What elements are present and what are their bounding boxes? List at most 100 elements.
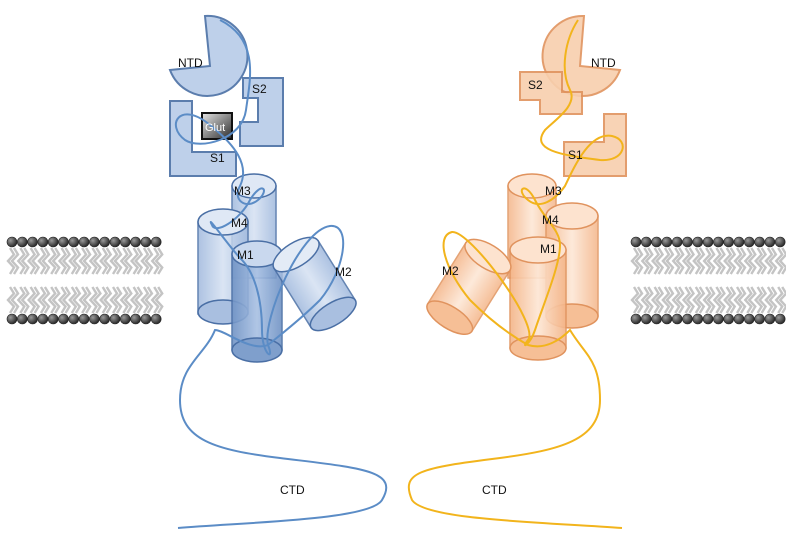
lipid-tail [757, 286, 768, 314]
label-m2-right: M2 [442, 264, 459, 278]
lipid-tail [61, 247, 71, 275]
lipid-head [764, 236, 776, 248]
lipid-tail [88, 286, 98, 314]
lipid-tail [78, 247, 88, 275]
lipid-head [68, 313, 80, 325]
right-subunit [407, 14, 627, 529]
lipid-tail [743, 247, 753, 275]
label-m3-right: M3 [545, 184, 562, 198]
lipid-tail [753, 247, 764, 275]
m2-helix-right [426, 238, 512, 336]
lipid-head [661, 313, 673, 325]
lipid-tail [712, 247, 722, 275]
lipid-head [37, 236, 49, 248]
lipid-tail [702, 286, 712, 314]
lipid-tail [778, 286, 786, 314]
lipid-tail [57, 247, 67, 275]
lipid-head [743, 313, 755, 325]
label-m2-left: M2 [335, 265, 352, 279]
lipid-head [733, 236, 745, 248]
lipid-tail [733, 286, 743, 314]
lipid-head [733, 313, 745, 325]
backbone-right [407, 19, 624, 529]
lipid-tail [661, 286, 671, 314]
lipid-head [651, 313, 662, 325]
lipid-tail [696, 247, 706, 275]
lipid-head [109, 236, 121, 248]
lipid-head [89, 313, 100, 325]
lipid-head [140, 313, 152, 325]
lipid-tail [47, 286, 57, 314]
lipid-head [27, 313, 38, 325]
label-ntd-right: NTD [591, 56, 616, 70]
lipid-tail [634, 286, 644, 314]
lipid-tail [753, 286, 764, 314]
lipid-tail [144, 247, 154, 275]
lipid-tail [150, 247, 160, 275]
lipid-head [140, 236, 152, 248]
lipid-tail [6, 247, 16, 275]
label-m4-right: M4 [542, 213, 559, 227]
lipid-tail [68, 247, 78, 275]
lipid-tail [681, 286, 691, 314]
lipid-tail [123, 286, 133, 314]
lipid-tail [671, 286, 681, 314]
lipid-head [640, 313, 652, 325]
lipid-head [120, 313, 131, 325]
lipid-head [99, 313, 110, 325]
lipid-tail [727, 247, 737, 275]
lipid-head [99, 236, 110, 248]
lipid-tail [774, 247, 784, 275]
lipid-tail [696, 286, 706, 314]
lipid-tail [681, 247, 691, 275]
lipid-tail [774, 286, 784, 314]
lipid-tail [685, 247, 695, 275]
lipid-tail [37, 286, 47, 314]
lipid-tail [768, 286, 778, 314]
lipid-head [16, 236, 28, 248]
lipid-tail [764, 247, 774, 275]
lipid-tail [712, 286, 722, 314]
lipid-tail [72, 286, 82, 314]
ntd-domain-left [168, 14, 249, 97]
lipid-head [150, 313, 162, 325]
lipid-tail [144, 286, 154, 314]
lipid-head [754, 236, 765, 248]
lipid-tail [661, 247, 671, 275]
lipid-tail [88, 247, 98, 275]
label-ctd-left: CTD [280, 483, 305, 497]
lipid-tail [20, 286, 30, 314]
label-ctd-right: CTD [482, 483, 507, 497]
lipid-tail [747, 286, 757, 314]
lipid-tail [129, 247, 140, 275]
lipid-tail [692, 247, 702, 275]
lipid-tail [737, 247, 747, 275]
lipid-tail [82, 286, 92, 314]
s1-domain-right [563, 113, 627, 177]
lipid-tail [78, 286, 88, 314]
lipid-head [89, 236, 100, 248]
lipid-head [16, 313, 28, 325]
label-m1-left: M1 [237, 248, 254, 262]
lipid-tail [123, 247, 133, 275]
lipid-head [47, 236, 59, 248]
lipid-tail [671, 247, 681, 275]
lipid-tail [72, 247, 82, 275]
lipid-head [109, 313, 121, 325]
lipid-head [713, 313, 724, 325]
lipid-tail [757, 247, 768, 275]
lipid-tail [41, 247, 51, 275]
lipid-head [58, 236, 69, 248]
lipid-tail [665, 247, 675, 275]
lipid-tail [10, 286, 20, 314]
lipid-head [692, 313, 704, 325]
lipid-tail [10, 247, 20, 275]
lipid-tail [113, 286, 123, 314]
lipid-head [723, 313, 735, 325]
lipid-tail [37, 247, 47, 275]
lipid-tail [778, 247, 786, 275]
lipid-tail [113, 247, 123, 275]
lipid-tail [768, 247, 778, 275]
lipid-head [68, 236, 80, 248]
lipid-head [651, 236, 662, 248]
